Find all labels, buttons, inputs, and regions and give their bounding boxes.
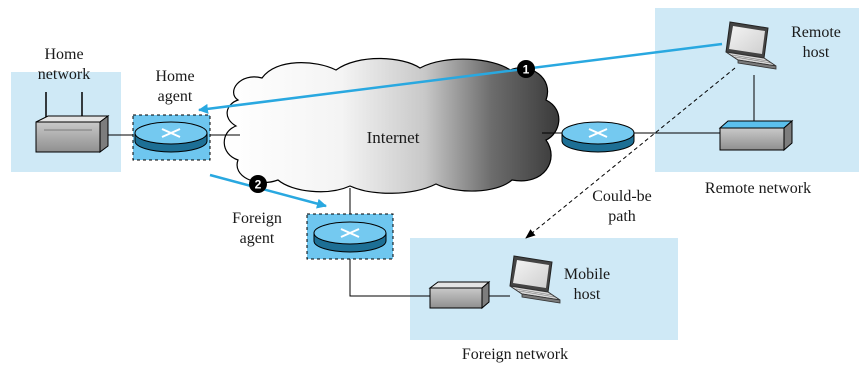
foreign-agent-router-icon	[313, 221, 387, 253]
home-agent-router-icon	[134, 121, 208, 153]
remote-switch-icon	[718, 119, 794, 152]
could-be-path-label-line2: path	[608, 208, 636, 225]
mobile-host-label-line2: host	[574, 286, 601, 303]
foreign-switch-icon	[428, 280, 491, 310]
home-agent-label-line1: Home	[155, 68, 194, 85]
remote-host-label-line1: Remote	[791, 24, 841, 41]
remote-host-label-line2: host	[803, 44, 830, 61]
internet-cloud	[223, 57, 560, 194]
home-network-label-line2: network	[38, 66, 90, 83]
internet-label: Internet	[367, 128, 420, 147]
home-access-point	[35, 92, 110, 153]
foreign-network-label: Foreign network	[462, 346, 568, 363]
step-2-number: 2	[255, 178, 262, 192]
remote-router-icon	[561, 121, 635, 153]
mobile-host-label-line1: Mobile	[564, 266, 610, 283]
home-agent-label-line2: agent	[158, 88, 193, 105]
foreign-agent-label-line2: agent	[240, 230, 275, 247]
step-2-arrow	[209, 173, 327, 209]
could-be-path-arrow	[525, 67, 736, 239]
home-network-label-line1: Home	[44, 46, 83, 63]
foreign-agent-label-line1: Foreign	[232, 210, 282, 227]
remote-network-label: Remote network	[705, 180, 811, 197]
foreign-lan-link	[349, 250, 430, 297]
could-be-path-label-line1: Could-be	[592, 188, 652, 205]
step-1-number: 1	[523, 63, 530, 77]
step-1-badge	[517, 60, 535, 78]
step-1-arrow	[198, 42, 723, 114]
step-2-badge	[249, 175, 267, 193]
